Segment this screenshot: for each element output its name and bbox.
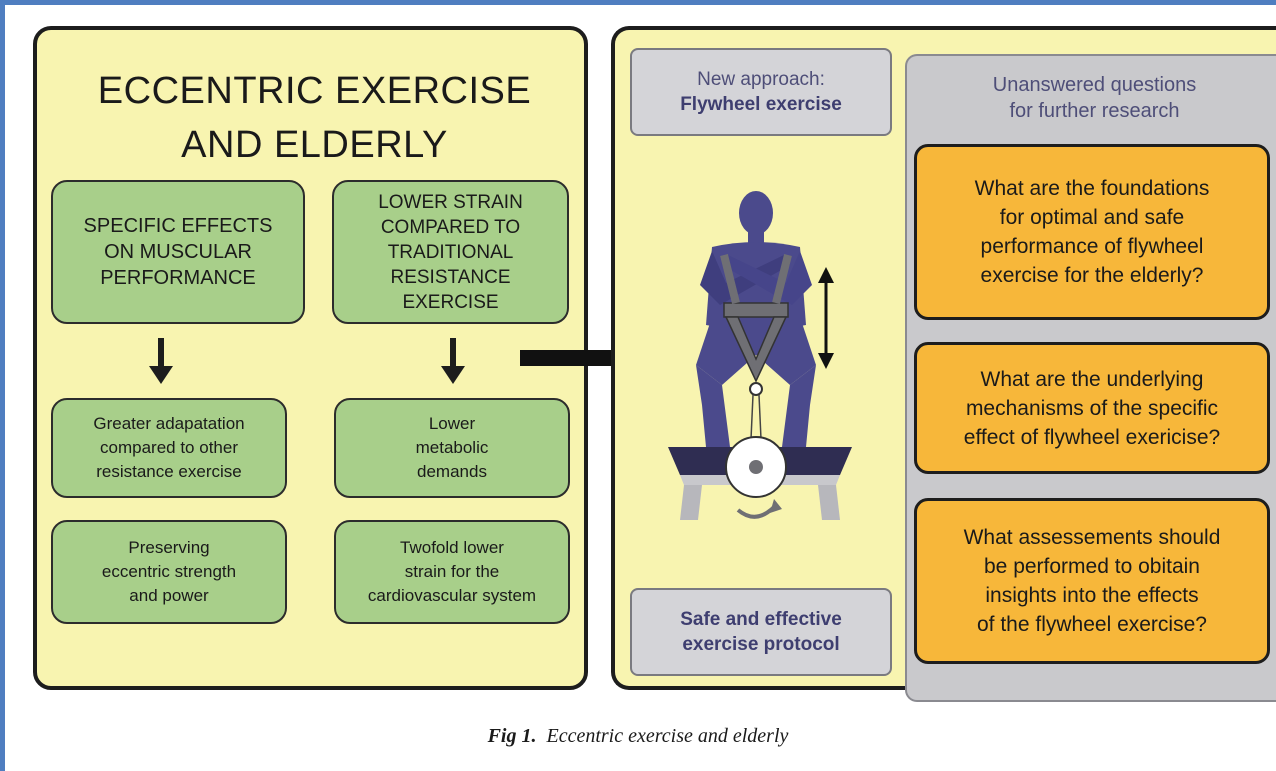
new-approach-label: New approach: <box>697 69 825 90</box>
question-box: What are the foundations for optimal and… <box>914 144 1270 320</box>
lower-metabolic-box: Lower metabolic demands <box>334 398 570 498</box>
figure-caption: Fig 1. Eccentric exercise and elderly <box>0 725 1276 748</box>
flywheel-squat-figure-icon <box>668 191 852 520</box>
greater-adaptation-box: Greater adapatation compared to other re… <box>51 398 287 498</box>
question-box: What are the underlying mechanisms of th… <box>914 342 1270 474</box>
specific-effects-box: SPECIFIC EFFECTS ON MUSCULAR PERFORMANCE <box>51 180 305 324</box>
protocol-text: Safe and effective exercise protocol <box>680 609 842 655</box>
panel-title: ECCENTRIC EXERCISE AND ELDERLY <box>97 70 532 166</box>
questions-title: Unanswered questions for further researc… <box>992 74 1197 122</box>
new-approach-value: Flywheel exercise <box>680 94 842 115</box>
question-box: What assessements should be performed to… <box>914 498 1270 664</box>
down-arrow-icon <box>149 338 173 384</box>
down-arrow-icon <box>441 338 465 384</box>
caption-text: Eccentric exercise and elderly <box>546 725 789 747</box>
new-approach-box: New approach: Flywheel exercise <box>630 48 892 136</box>
caption-label: Fig 1. <box>487 725 537 747</box>
twofold-box: Twofold lower strain for the cardiovascu… <box>334 520 570 624</box>
preserving-box: Preserving eccentric strength and power <box>51 520 287 624</box>
lower-strain-box: LOWER STRAIN COMPARED TO TRADITIONAL RES… <box>332 180 569 324</box>
protocol-box: Safe and effective exercise protocol <box>630 588 892 676</box>
